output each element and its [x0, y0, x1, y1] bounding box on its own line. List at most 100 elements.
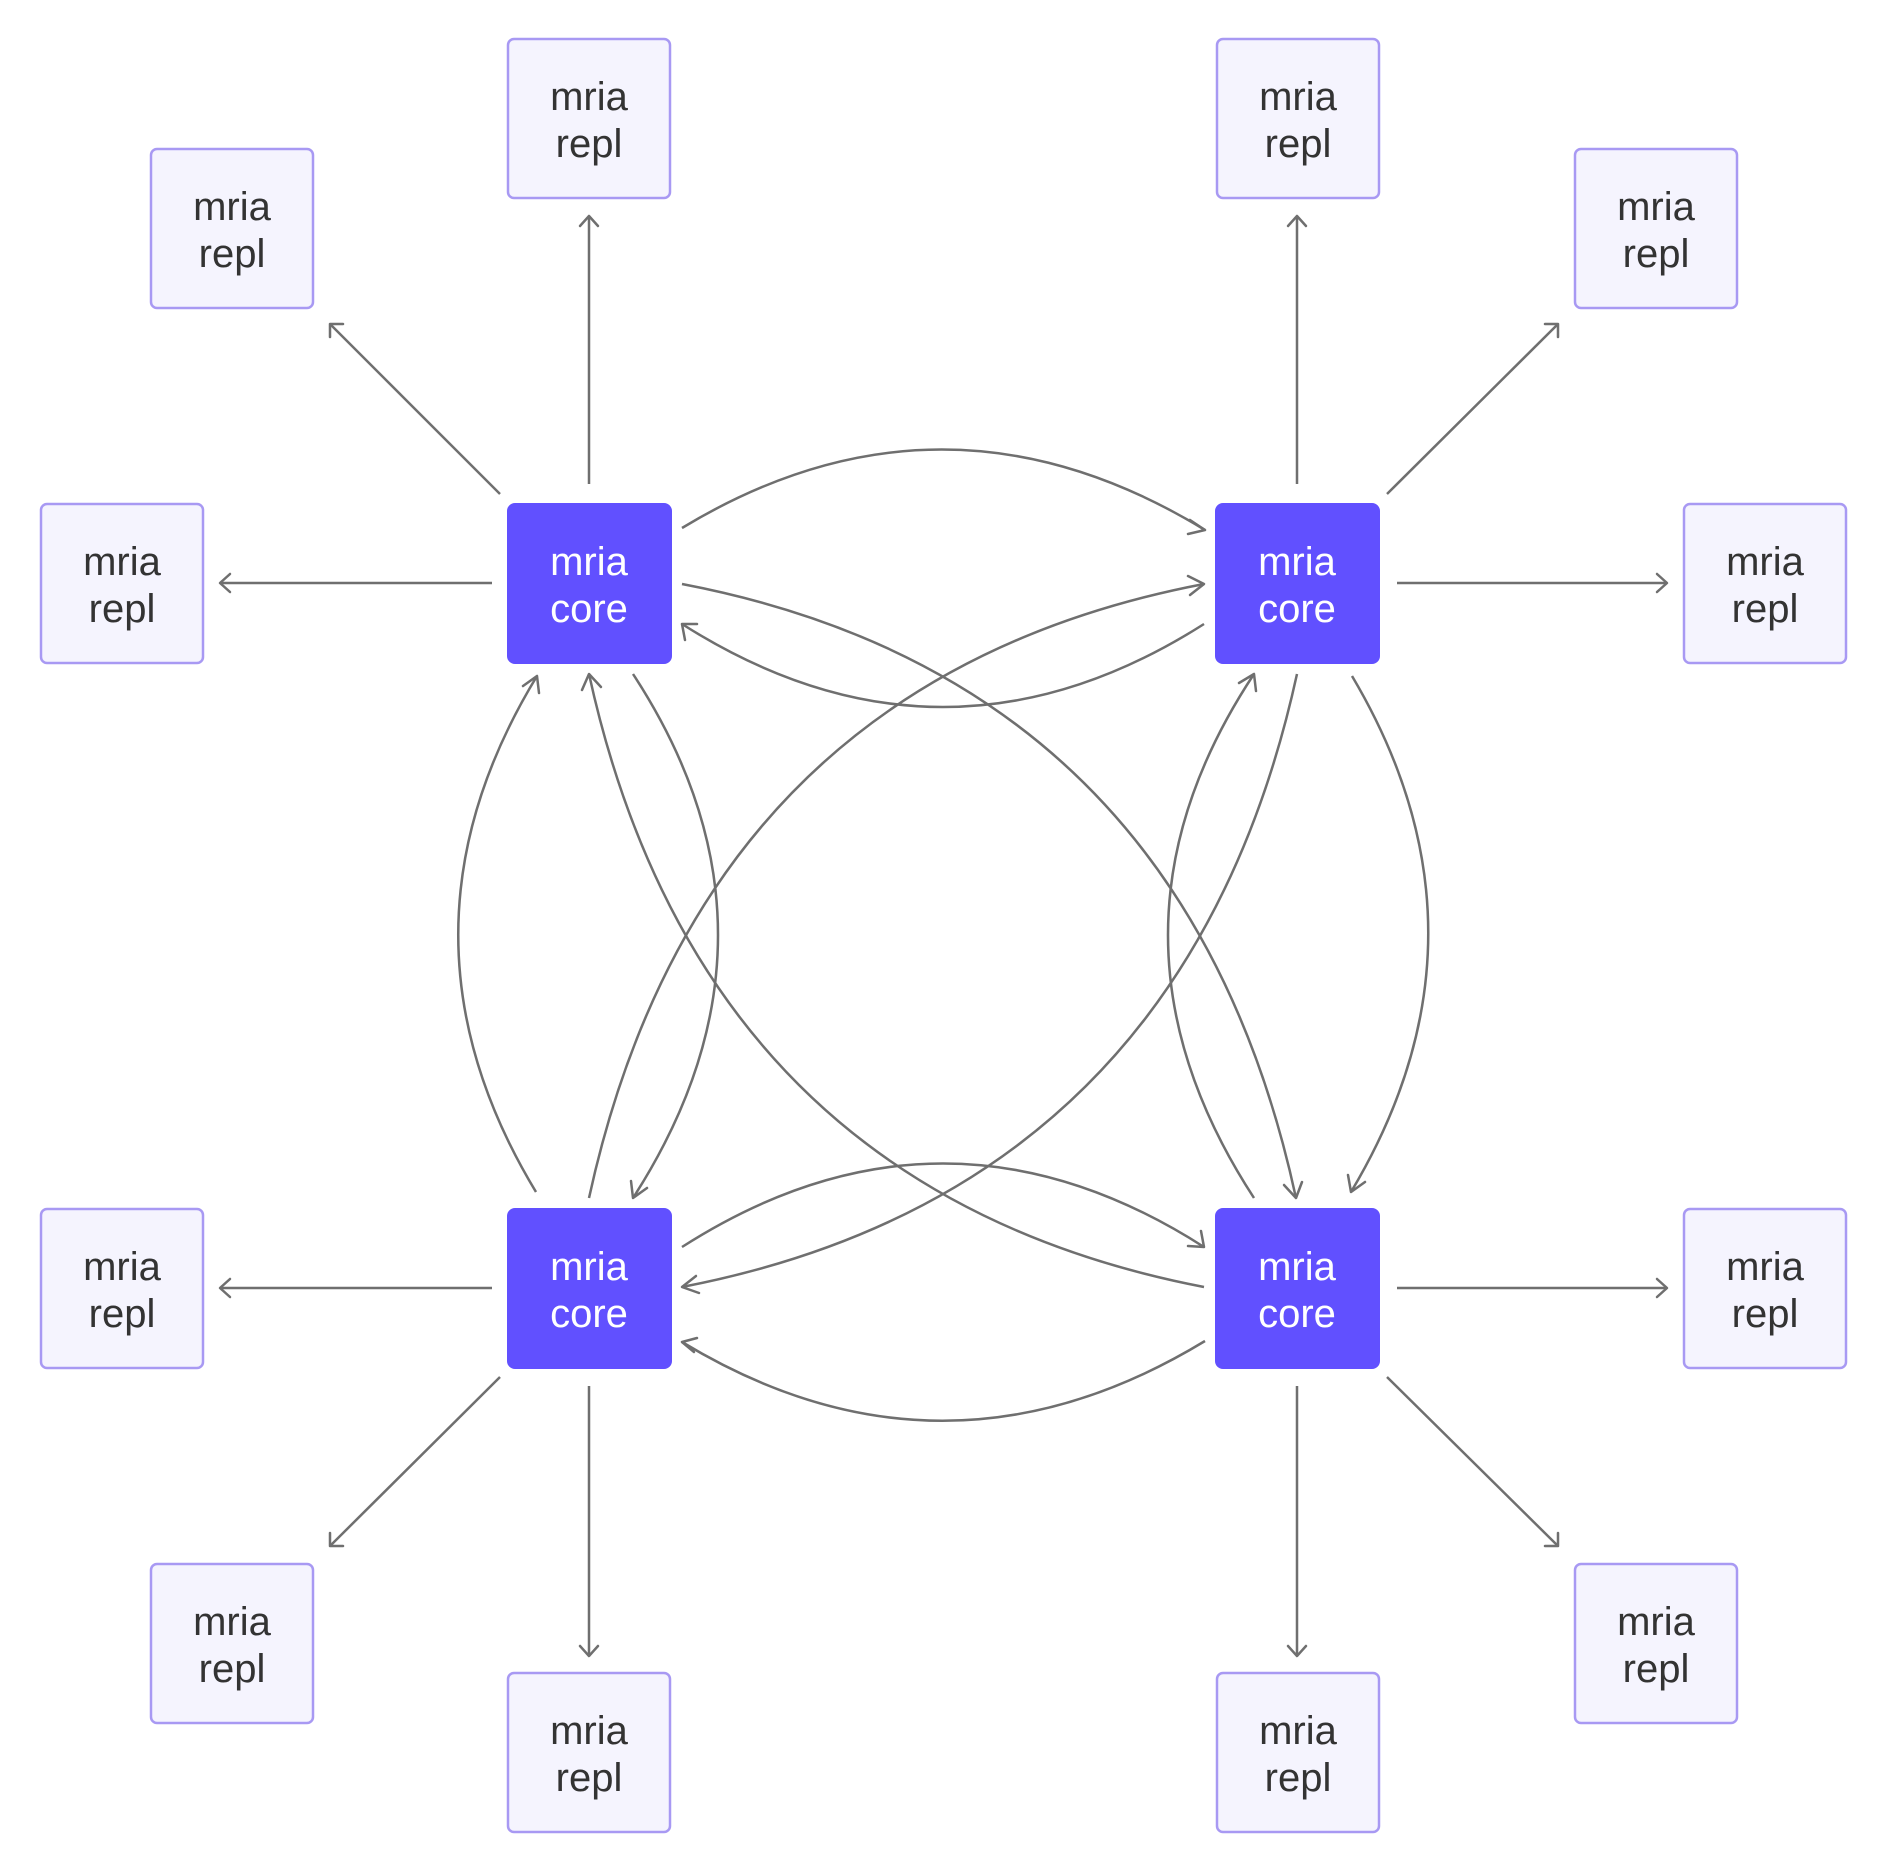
- edge-core-tl-to-repl-tl-diag: [329, 323, 501, 495]
- arrowhead: [680, 1336, 699, 1354]
- repl-node-label-line2: repl: [89, 1292, 156, 1336]
- repl-node-box: [39, 502, 205, 665]
- repl-node-box: [39, 1207, 205, 1370]
- repl-node-tr-top[interactable]: mria repl: [1215, 37, 1381, 200]
- repl-node-tl-top[interactable]: mria repl: [506, 37, 672, 200]
- core-node-label-line1: mria: [550, 1245, 629, 1289]
- core-node-bl[interactable]: mria core: [507, 1208, 672, 1369]
- repl-node-box: [1215, 37, 1381, 200]
- repl-node-label-line2: repl: [199, 1647, 266, 1691]
- arrowhead: [1286, 1644, 1308, 1658]
- repl-node-label-line2: repl: [89, 587, 156, 631]
- arrowhead: [328, 322, 345, 339]
- core-node-tl[interactable]: mria core: [507, 503, 672, 664]
- arrowhead: [580, 672, 603, 692]
- core-node-label-line1: mria: [550, 540, 629, 584]
- edge-core-tr-to-core-bl: [681, 673, 1299, 1289]
- core-edges: [457, 448, 1430, 1422]
- arrowhead: [1543, 322, 1560, 339]
- edge-core-tl-to-core-bl: [631, 673, 720, 1199]
- core-node-box: [1215, 503, 1380, 664]
- repl-node-bl-left[interactable]: mria repl: [39, 1207, 205, 1370]
- arrowhead: [1237, 672, 1258, 693]
- arrowhead: [1286, 214, 1308, 228]
- arrowhead: [578, 1644, 600, 1658]
- core-node-box: [507, 1208, 672, 1369]
- core-node-tr[interactable]: mria core: [1215, 503, 1380, 664]
- repl-node-box: [1682, 502, 1848, 665]
- core-node-label-line2: core: [550, 1292, 628, 1336]
- arrowhead: [1186, 574, 1206, 597]
- repl-node-label-line2: repl: [556, 1756, 623, 1800]
- arrowhead: [629, 1179, 649, 1200]
- core-node-label-line2: core: [1258, 587, 1336, 631]
- repl-node-box: [1573, 147, 1739, 310]
- repl-node-box: [506, 1671, 672, 1834]
- edge-core-br-to-core-tr: [1166, 673, 1256, 1199]
- repl-node-box: [1682, 1207, 1848, 1370]
- edge-core-bl-to-core-br: [681, 1162, 1205, 1249]
- repl-node-box: [1215, 1671, 1381, 1834]
- arrowhead: [218, 572, 232, 594]
- repl-node-label-line2: repl: [199, 232, 266, 276]
- repl-node-label-line1: mria: [83, 1245, 162, 1289]
- core-node-label-line2: core: [1258, 1292, 1336, 1336]
- arrowhead: [680, 1274, 701, 1295]
- core-node-label-line2: core: [550, 587, 628, 631]
- arrowhead: [1186, 1229, 1206, 1249]
- repl-node-box: [149, 1562, 315, 1725]
- repl-node-bl-diag[interactable]: mria repl: [149, 1562, 315, 1725]
- repl-node-label-line2: repl: [1265, 122, 1332, 166]
- arrowhead: [578, 214, 600, 228]
- repl-node-label-line1: mria: [1726, 540, 1805, 584]
- repl-edges: [218, 214, 1669, 1658]
- repl-node-tr-right[interactable]: mria repl: [1682, 502, 1848, 665]
- arrowhead: [680, 622, 699, 642]
- repl-node-box: [506, 37, 672, 200]
- repl-node-label-line1: mria: [1259, 75, 1338, 119]
- repl-node-label-line1: mria: [193, 1600, 272, 1644]
- arrowhead: [218, 1277, 232, 1299]
- repl-node-label-line1: mria: [1726, 1245, 1805, 1289]
- edge-core-tr-to-core-br: [1349, 675, 1430, 1193]
- repl-node-label-line1: mria: [550, 75, 629, 119]
- edge-core-br-to-core-bl: [681, 1339, 1206, 1422]
- repl-node-box: [149, 147, 315, 310]
- arrowhead: [1655, 572, 1669, 594]
- repl-node-label-line1: mria: [550, 1709, 629, 1753]
- core-node-br[interactable]: mria core: [1215, 1208, 1380, 1369]
- arrowhead: [521, 674, 541, 695]
- repl-node-tl-left[interactable]: mria repl: [39, 502, 205, 665]
- repl-node-label-line1: mria: [1617, 1600, 1696, 1644]
- repl-node-label-line1: mria: [1617, 185, 1696, 229]
- repl-node-label-line1: mria: [83, 540, 162, 584]
- repl-node-label-line2: repl: [1623, 1647, 1690, 1691]
- arrowhead: [328, 1531, 345, 1548]
- repl-node-label-line2: repl: [556, 122, 623, 166]
- repl-node-br-right[interactable]: mria repl: [1682, 1207, 1848, 1370]
- repl-node-label-line2: repl: [1732, 587, 1799, 631]
- repl-node-label-line1: mria: [193, 185, 272, 229]
- repl-node-box: [1573, 1562, 1739, 1725]
- repl-node-br-bottom[interactable]: mria repl: [1215, 1671, 1381, 1834]
- core-node-box: [1215, 1208, 1380, 1369]
- core-node-label-line1: mria: [1258, 540, 1337, 584]
- edge-core-br-to-repl-br-diag: [1386, 1376, 1559, 1547]
- repl-node-label-line1: mria: [1259, 1709, 1338, 1753]
- edge-core-bl-to-core-tl: [457, 675, 539, 1193]
- repl-node-bl-bottom[interactable]: mria repl: [506, 1671, 672, 1834]
- repl-node-tr-diag[interactable]: mria repl: [1573, 147, 1739, 310]
- repl-node-br-diag[interactable]: mria repl: [1573, 1562, 1739, 1725]
- edge-core-bl-to-repl-bl-diag: [329, 1376, 501, 1547]
- repl-node-label-line2: repl: [1732, 1292, 1799, 1336]
- edge-core-tr-to-core-tl: [681, 622, 1205, 709]
- edge-core-br-to-core-tl: [587, 673, 1205, 1289]
- core-node-box: [507, 503, 672, 664]
- arrowhead: [1543, 1531, 1560, 1548]
- repl-node-tl-diag[interactable]: mria repl: [149, 147, 315, 310]
- arrowhead: [1655, 1277, 1669, 1299]
- core-node-label-line1: mria: [1258, 1245, 1337, 1289]
- repl-node-label-line2: repl: [1265, 1756, 1332, 1800]
- edge-core-tr-to-repl-tr-diag: [1386, 323, 1559, 495]
